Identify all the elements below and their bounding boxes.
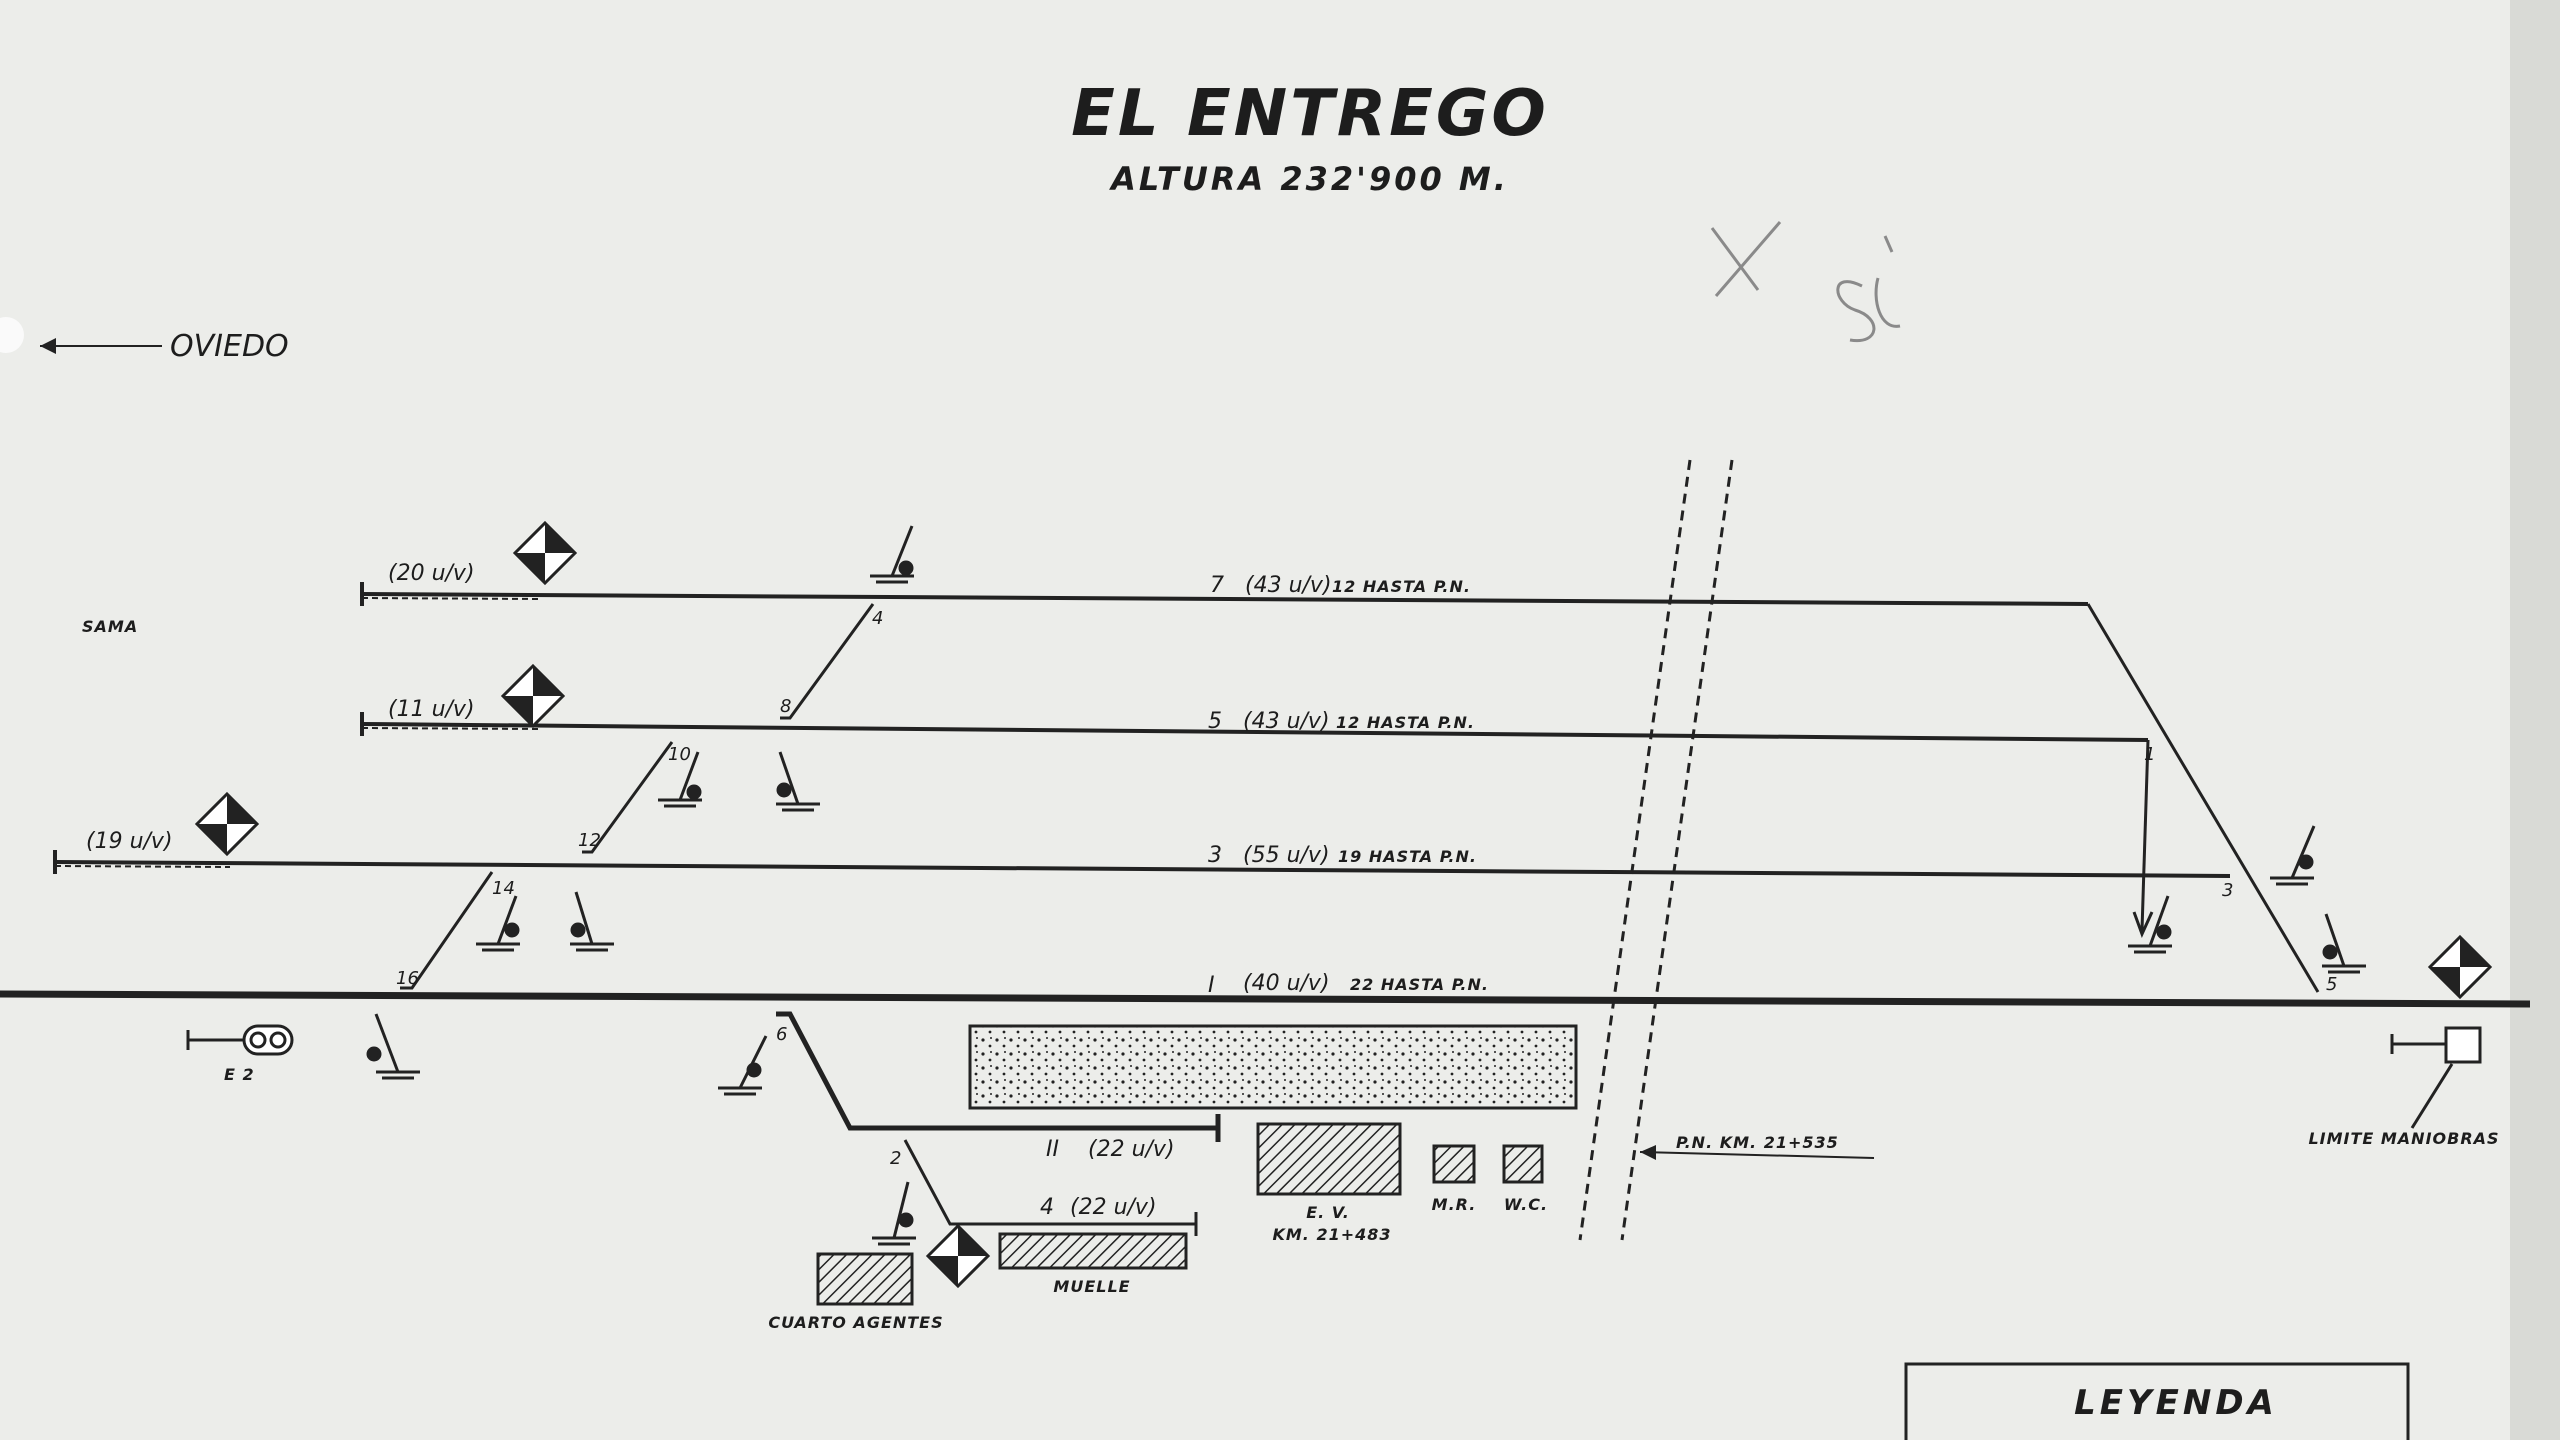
- track-1-length: 22 HASTA P.N.: [1350, 975, 1489, 994]
- switch-12: 12: [578, 830, 601, 851]
- limite-sign: [2390, 1026, 2482, 1129]
- switch-1: 1: [2144, 744, 2155, 765]
- mr-label: M.R.: [1432, 1195, 1477, 1214]
- track-3-speed: (55 u/v): [1243, 843, 1330, 868]
- ev-label: E. V.: [1306, 1203, 1350, 1222]
- switch-lever-icon: [476, 895, 520, 952]
- switch-lever-icon: [658, 751, 702, 808]
- paper-edge: [2510, 0, 2560, 1440]
- switch-lever-icon: [776, 751, 820, 812]
- station-name: EL ENTREGO: [1071, 77, 1549, 151]
- oviedo-label: OVIEDO: [170, 329, 289, 364]
- muelle-label: MUELLE: [1053, 1277, 1130, 1296]
- track-4-speed: (22 u/v): [1070, 1195, 1157, 1220]
- track-7-speed: (43 u/v): [1245, 573, 1332, 598]
- track-7: (20 u/v) 7 (43 u/v) 12 HASTA P.N.: [360, 561, 2089, 606]
- crossing-label: P.N. KM. 21+535: [1676, 1133, 1839, 1152]
- punch-hole: [0, 317, 24, 353]
- switch-4: 4: [872, 608, 883, 629]
- cuarto-building: [816, 1252, 914, 1306]
- oviedo-direction: OVIEDO: [40, 329, 289, 364]
- sama-label: SAMA: [82, 617, 138, 636]
- signal-e2-label: E 2: [224, 1065, 255, 1084]
- track-3-number: 3: [1208, 843, 1222, 868]
- track-4-number: 4: [1040, 1195, 1054, 1220]
- station-altitude: ALTURA 232'900 M.: [1108, 160, 1509, 198]
- switch-5: 5: [2326, 974, 2337, 995]
- switch-3: 3: [2222, 880, 2233, 901]
- wc-building: [1502, 1144, 1544, 1184]
- switch-lever-icon: [570, 891, 614, 952]
- legend-box: LEYENDA: [1904, 1362, 2410, 1440]
- track-5-speed: (43 u/v): [1243, 709, 1330, 734]
- switch-8: 8: [780, 696, 791, 717]
- track-5-number: 5: [1208, 709, 1222, 734]
- track-5-end-speed: (11 u/v): [388, 697, 475, 722]
- cuarto-label: CUARTO AGENTES: [768, 1313, 943, 1332]
- switch-6: 6: [776, 1024, 787, 1045]
- handwritten-note: [1710, 221, 1901, 343]
- ev-km-label: KM. 21+483: [1272, 1225, 1391, 1244]
- level-crossing: [1578, 459, 1734, 1241]
- muelle-building: [998, 1232, 1188, 1270]
- signal-diamond-1: [512, 520, 578, 586]
- track-3-length: 19 HASTA P.N.: [1338, 847, 1477, 866]
- track-7-end-speed: (20 u/v): [388, 561, 475, 586]
- switch-lever-icon: [366, 1013, 420, 1080]
- switch-lever-icon: [2270, 825, 2316, 886]
- platform: [968, 1024, 1578, 1110]
- switch-lever-icon: [872, 1181, 916, 1246]
- signal-e2: [186, 1024, 294, 1056]
- switch-10: 10: [668, 744, 691, 765]
- track-1-number: I: [1208, 973, 1215, 998]
- crossing-pointer: [1639, 1145, 1875, 1160]
- switch-lever-icon: [870, 525, 914, 584]
- track-3: (19 u/v) 3 (55 u/v) 19 HASTA P.N.: [53, 829, 2231, 878]
- track-3-end-speed: (19 u/v): [86, 829, 173, 854]
- track-1-main: I (40 u/v) 22 HASTA P.N.: [0, 971, 2531, 1008]
- signal-diamond-3: [194, 791, 260, 857]
- ev-building: [1256, 1122, 1402, 1196]
- track-5: (11 u/v) 5 (43 u/v) 12 HASTA P.N.: [360, 697, 2149, 742]
- mr-building: [1432, 1144, 1476, 1184]
- track-1-speed: (40 u/v): [1243, 971, 1330, 996]
- wc-label: W.C.: [1504, 1195, 1548, 1214]
- track-7-number: 7: [1210, 573, 1224, 598]
- crossovers-west: [400, 603, 875, 990]
- signal-diamond-4: [925, 1223, 991, 1289]
- track-2-speed: (22 u/v): [1088, 1137, 1175, 1162]
- signal-diamond-2: [500, 663, 566, 729]
- signal-diamond-5: [2427, 934, 2493, 1000]
- switch-16: 16: [396, 968, 419, 989]
- limite-label: LIMITE MANIOBRAS: [2308, 1129, 2499, 1148]
- track-2-number: II: [1046, 1137, 1059, 1162]
- legend-title: LEYENDA: [2074, 1383, 2278, 1423]
- switch-lever-icon: [2322, 913, 2366, 974]
- siding-2: [776, 1011, 1221, 1142]
- track-5-length: 12 HASTA P.N.: [1336, 713, 1475, 732]
- track-7-length: 12 HASTA P.N.: [1332, 577, 1471, 596]
- switch-lever-icon: [718, 1035, 768, 1096]
- siding-4: [903, 1139, 1198, 1236]
- crossovers-east: [2086, 603, 2320, 993]
- switch-14: 14: [492, 878, 515, 899]
- switch-lever-icon: [2128, 895, 2172, 954]
- switch-2: 2: [890, 1148, 901, 1169]
